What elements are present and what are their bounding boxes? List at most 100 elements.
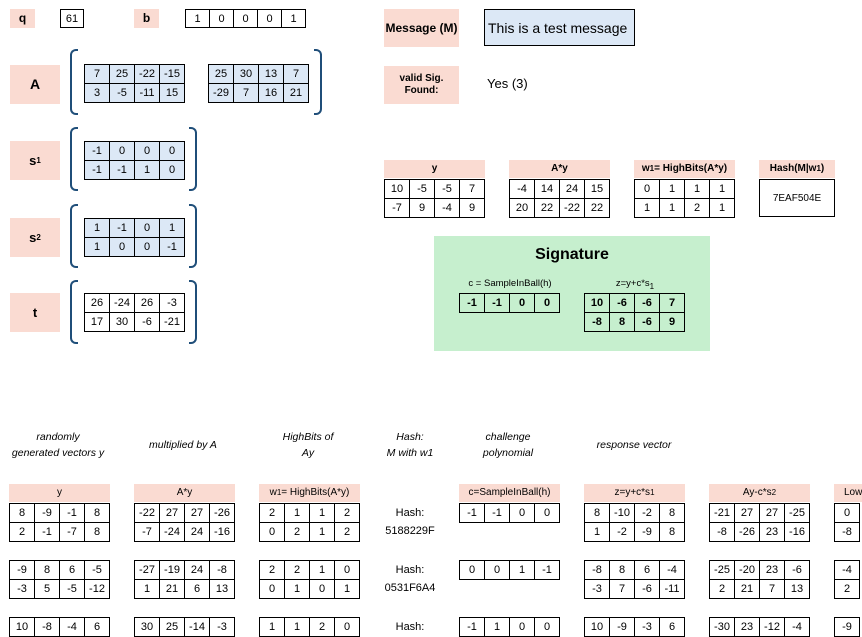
matrix-cell: 8: [84, 522, 110, 542]
matrix-cell: 15: [159, 83, 185, 103]
matrix-cell: 22: [534, 198, 560, 218]
matrix-cell: 0: [334, 560, 360, 580]
table-y-header: y: [9, 484, 110, 502]
matrix-cell: -9: [609, 617, 635, 637]
matrix-cell: 1: [84, 218, 110, 238]
matrix-cell: -8: [34, 617, 60, 637]
matrix-cell: 10: [9, 617, 35, 637]
matrix-cell: -1: [484, 503, 510, 523]
matrix-cell: 30: [134, 617, 160, 637]
matrix-cell: 1: [334, 579, 360, 599]
matrix-cell: 21: [283, 83, 309, 103]
q-value[interactable]: 61: [60, 9, 84, 28]
table-low-header: Low: [834, 484, 862, 502]
valid-sig-label: valid Sig.Found:: [384, 66, 459, 104]
top-y-header: y: [384, 160, 485, 178]
matrix-cell: 0: [159, 141, 185, 161]
table-ay-header: A*y: [134, 484, 235, 502]
matrix-cell: 1: [281, 9, 306, 28]
matrix-a-bracket-left: [70, 49, 78, 115]
matrix-cell: 27: [734, 503, 760, 523]
matrix-cell: -1: [84, 141, 110, 161]
matrix-cell: 10: [384, 179, 410, 199]
s2-bracket-left: [70, 204, 78, 268]
matrix-cell: -8: [584, 560, 610, 580]
top-hash-value: 7EAF504E: [759, 179, 835, 217]
desc-response: response vector: [596, 439, 672, 451]
matrix-cell: -3: [634, 617, 660, 637]
s1-bracket-right: [189, 127, 197, 191]
matrix-cell: -8: [709, 522, 735, 542]
matrix-cell: 1: [84, 237, 110, 257]
matrix-cell: 6: [659, 617, 685, 637]
matrix-cell: 1: [259, 617, 285, 637]
matrix-cell: -4: [59, 617, 85, 637]
matrix-cell: -9: [834, 617, 860, 637]
matrix-cell: -6: [634, 312, 660, 332]
message-input[interactable]: This is a test message: [484, 9, 635, 46]
matrix-cell: -9: [634, 522, 660, 542]
matrix-cell: 21: [159, 579, 185, 599]
matrix-cell: -2: [634, 503, 660, 523]
iter-hash-label: Hash:: [395, 621, 425, 633]
desc-multiplied: multiplied by A: [149, 439, 217, 451]
matrix-cell: 8: [659, 522, 685, 542]
matrix-cell: 7: [84, 64, 110, 84]
matrix-cell: 6: [634, 560, 660, 580]
matrix-cell: 0: [134, 237, 160, 257]
matrix-cell: 2: [334, 522, 360, 542]
matrix-cell: 9: [459, 198, 485, 218]
matrix-cell: -12: [84, 579, 110, 599]
matrix-cell: 13: [258, 64, 284, 84]
matrix-cell: 1: [309, 503, 335, 523]
matrix-cell: -1: [59, 503, 85, 523]
matrix-cell: 1: [284, 617, 310, 637]
matrix-cell: 1: [484, 617, 510, 637]
matrix-cell: -1: [459, 617, 485, 637]
matrix-cell: 0: [509, 617, 535, 637]
matrix-cell: -10: [609, 503, 635, 523]
matrix-cell: 7: [759, 579, 785, 599]
matrix-cell: 0: [534, 503, 560, 523]
matrix-cell: -24: [109, 293, 135, 313]
matrix-cell: 1: [659, 179, 685, 199]
matrix-cell: -8: [209, 560, 235, 580]
matrix-cell: 0: [233, 9, 258, 28]
matrix-cell: -1: [34, 522, 60, 542]
matrix-cell: -11: [134, 83, 160, 103]
message-label: Message (M): [384, 9, 459, 47]
matrix-cell: 24: [184, 560, 210, 580]
matrix-cell: 1: [584, 522, 610, 542]
matrix-cell: 2: [309, 617, 335, 637]
matrix-cell: -3: [159, 293, 185, 313]
matrix-cell: -4: [434, 198, 460, 218]
matrix-cell: -27: [134, 560, 160, 580]
matrix-cell: -25: [709, 560, 735, 580]
matrix-cell: 20: [509, 198, 535, 218]
matrix-cell: -1: [84, 160, 110, 180]
matrix-cell: -6: [784, 560, 810, 580]
table-c-header: c=SampleInBall(h): [459, 484, 560, 502]
matrix-cell: 8: [9, 503, 35, 523]
matrix-cell: 0: [509, 293, 535, 313]
matrix-cell: -29: [208, 83, 234, 103]
t-bracket-right: [189, 280, 197, 344]
matrix-cell: 0: [257, 9, 282, 28]
matrix-cell: 7: [283, 64, 309, 84]
matrix-cell: 0: [509, 503, 535, 523]
matrix-cell: 1: [709, 179, 735, 199]
matrix-cell: 2: [259, 503, 285, 523]
matrix-cell: -12: [759, 617, 785, 637]
matrix-cell: -3: [9, 579, 35, 599]
t-bracket-left: [70, 280, 78, 344]
matrix-cell: 0: [259, 522, 285, 542]
matrix-cell: -16: [209, 522, 235, 542]
matrix-cell: 0: [109, 141, 135, 161]
matrix-cell: -5: [59, 579, 85, 599]
